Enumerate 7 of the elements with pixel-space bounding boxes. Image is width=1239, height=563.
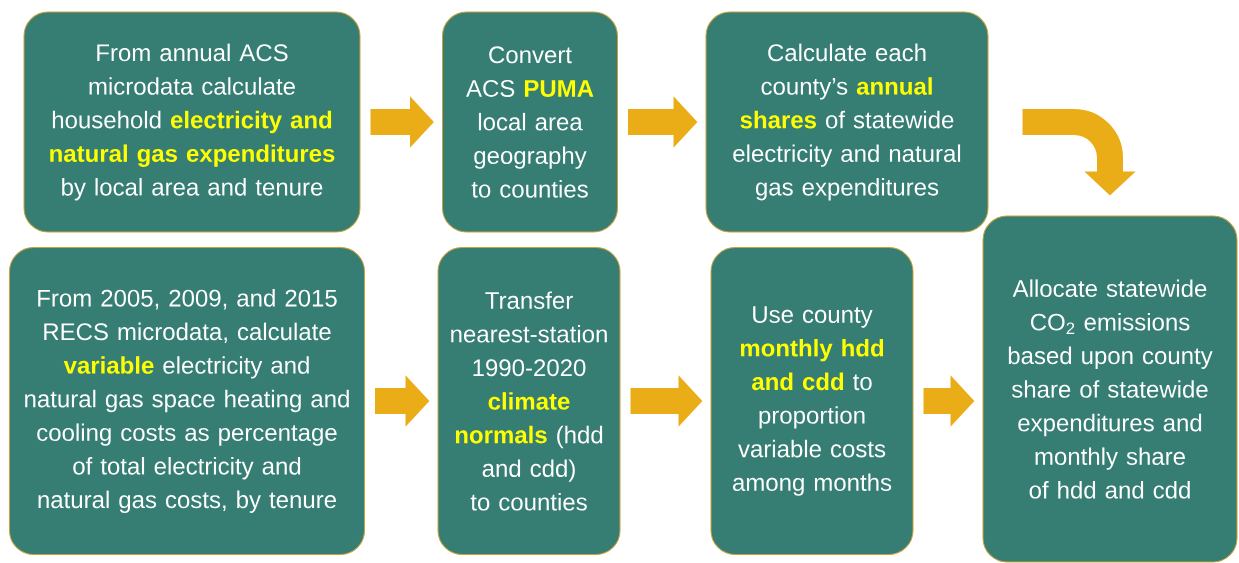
process-box: Allocate statewide CO$_{2}$ emissions based upon county share of statewide expenditures and monthly share of hdd and cdd [982,215,1238,563]
process-box: Calculate each county’s annual shares of statewide electricity and natural gas expenditures [705,11,989,233]
process-box: From annual ACS microdata calculate household electricity and natural gas expenditures by local area and tenure [23,11,361,233]
process-box: Convert ACS PUMA local area geography to counties [442,11,618,233]
process-box: From 2005, 2009, and 2015 RECS microdata, calculate variable electricity and natural gas space heating and cooling costs as percentage of total electricity and natural gas costs, by tenure [9,247,365,555]
process-box: Transfer nearest-station 1990-2020 climate normals (hdd and cdd) to counties [437,247,621,555]
process-box: Use county monthly hdd and cdd to proportion variable costs among months [710,247,914,555]
